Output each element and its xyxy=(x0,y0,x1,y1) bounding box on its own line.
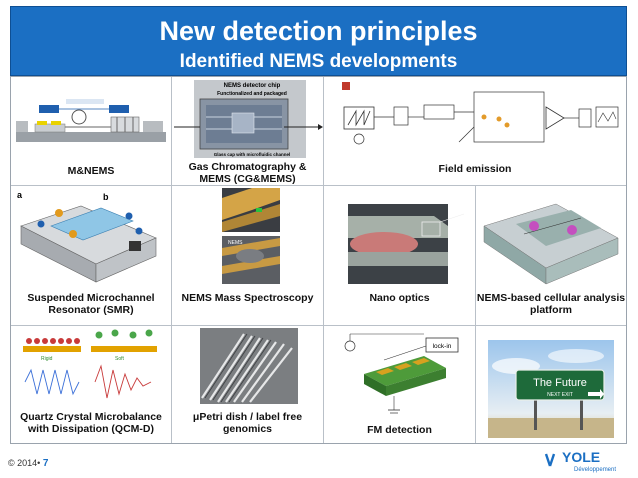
caption-qcm-d: Quartz Crystal Microbalance with Dissipa… xyxy=(20,411,162,435)
nems-detector-chip-image: NEMS detector chip Functionalized and pa… xyxy=(174,80,323,158)
cell-field-emission: Field emission xyxy=(324,77,626,185)
nems-mass-spectroscopy-image: NEMS xyxy=(222,188,280,284)
label-soft: Soft xyxy=(115,356,125,362)
caption-gas-chromatography: Gas Chromatography & MEMS (CG&MEMS) xyxy=(188,161,307,185)
cell-gas-chromatography: NEMS detector chip Functionalized and pa… xyxy=(172,77,323,185)
label-a: a xyxy=(17,190,23,200)
sign-text: The Future xyxy=(533,377,587,389)
fm-detection-diagram: lock-in xyxy=(344,333,459,414)
cell-smr: a b Suspended Microchannel Resonator (SM… xyxy=(11,186,171,325)
cell-cellular-analysis: NEMS-based cellular analysis platform xyxy=(476,186,626,325)
technology-grid: M&NEMS NEMS detector chip Functionalized… xyxy=(10,76,627,444)
caption-nems-mass-spectroscopy: NEMS Mass Spectroscopy xyxy=(181,292,314,304)
grid-divider xyxy=(171,77,172,443)
lockin-label: lock-in xyxy=(433,343,452,350)
cell-upetri-dish: μPetri dish / label free genomics xyxy=(172,326,323,443)
sign-subtext: NEXT EXIT xyxy=(547,392,573,398)
caption-field-emission: Field emission xyxy=(438,163,512,175)
grid-divider xyxy=(475,185,476,443)
label-b: b xyxy=(103,192,109,202)
slide-title: New detection principles xyxy=(159,16,478,46)
copyright-text: © 2014• xyxy=(8,458,41,468)
label-rigid: Rigid xyxy=(41,356,53,362)
smr-diagram: a b xyxy=(17,190,157,283)
title-banner: New detection principles Identified NEMS… xyxy=(10,6,627,76)
yole-logo: YOLE Développement xyxy=(544,449,616,473)
cell-qcm-d: Rigid Soft Quartz Crystal Microbalance w… xyxy=(11,326,171,443)
caption-smr: Suspended Microchannel Resonator (SMR) xyxy=(27,292,155,316)
cell-the-future: The Future NEXT EXIT xyxy=(476,326,626,443)
footer: © 2014• 7 xyxy=(8,458,48,469)
qcm-d-diagram: Rigid Soft xyxy=(23,329,157,399)
caption-cellular-analysis: NEMS-based cellular analysis platform xyxy=(476,292,626,316)
grid-divider xyxy=(11,185,626,186)
slide-subtitle: Identified NEMS developments xyxy=(179,51,458,72)
inset-label-nems: NEMS xyxy=(228,240,243,246)
cell-mnems: M&NEMS xyxy=(11,77,171,185)
grid-divider xyxy=(323,77,324,443)
logo-tagline: Développement xyxy=(574,467,616,473)
inset-subtitle: Functionalized and packaged xyxy=(217,91,287,97)
caption-upetri-dish: μPetri dish / label free genomics xyxy=(192,411,303,435)
page-number: 7 xyxy=(42,458,49,469)
caption-fm-detection: FM detection xyxy=(367,424,432,436)
cell-fm-detection: lock-in FM detection xyxy=(324,326,475,443)
field-emission-circuit-diagram xyxy=(342,82,619,145)
inset-title: NEMS detector chip xyxy=(224,83,281,89)
grid-divider xyxy=(11,325,626,326)
cell-nems-mass-spectroscopy: NEMS NEMS Mass Spectroscopy xyxy=(172,186,323,325)
caption-mnems: M&NEMS xyxy=(67,165,115,177)
caption-nano-optics: Nano optics xyxy=(369,292,430,304)
inset-bottom-label: Glass cap with microfluidic channel xyxy=(214,152,291,157)
mnems-diagram xyxy=(16,99,166,142)
the-future-sign-image: The Future NEXT EXIT xyxy=(488,340,614,438)
cell-nano-optics: Nano optics xyxy=(324,186,475,325)
upetri-dish-sem-image xyxy=(200,328,298,404)
cellular-analysis-platform-image xyxy=(483,203,619,285)
logo-brand: YOLE xyxy=(562,449,600,465)
nano-optics-image xyxy=(348,204,465,284)
